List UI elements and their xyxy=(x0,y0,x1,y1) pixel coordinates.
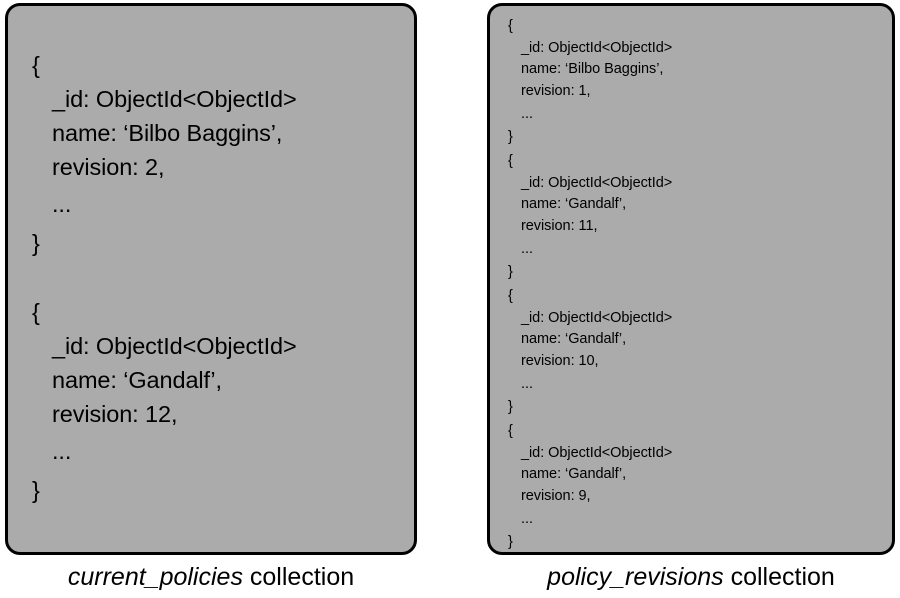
field-revision: revision: 9, xyxy=(521,487,591,504)
document-card: { _id: ObjectId<ObjectId> name: ‘Gandalf… xyxy=(32,295,414,509)
current-policies-collection-panel: { _id: ObjectId<ObjectId> name: ‘Bilbo B… xyxy=(5,3,417,555)
field-revision: revision: 10, xyxy=(521,352,599,369)
json-close-brace: } xyxy=(508,264,513,280)
field-name: name: ‘Gandalf’, xyxy=(521,196,627,212)
field-ellipsis: ... xyxy=(521,241,533,257)
field-id: _id: ObjectId<ObjectId> xyxy=(52,333,297,359)
field-ellipsis: ... xyxy=(521,376,533,392)
field-revision: revision: 2, xyxy=(52,154,165,180)
field-id: _id: ObjectId<ObjectId> xyxy=(521,39,673,56)
json-open-brace: { xyxy=(32,299,40,325)
document-card: { _id: ObjectId<ObjectId> name: ‘Bilbo B… xyxy=(508,16,892,149)
json-close-brace: } xyxy=(508,534,513,550)
json-open-brace: { xyxy=(508,423,513,439)
document-card: { _id: ObjectId<ObjectId> name: ‘Bilbo B… xyxy=(32,48,414,262)
json-close-brace: } xyxy=(508,129,513,145)
field-revision: revision: 11, xyxy=(521,217,598,234)
json-open-brace: { xyxy=(508,288,513,304)
caption-collection-name: policy_revisions xyxy=(547,563,724,591)
policy-revisions-document-list: { _id: ObjectId<ObjectId> name: ‘Bilbo B… xyxy=(490,6,892,552)
field-name: name: ‘Gandalf’, xyxy=(521,331,627,347)
field-ellipsis: ... xyxy=(521,106,533,122)
current-policies-caption: current_policies collection xyxy=(5,560,417,594)
field-name: name: ‘Gandalf’, xyxy=(52,367,222,393)
field-revision: revision: 1, xyxy=(521,82,591,99)
field-ellipsis: ... xyxy=(521,511,533,527)
json-close-brace: } xyxy=(32,230,40,256)
json-close-brace: } xyxy=(508,399,513,415)
field-name: name: ‘Bilbo Baggins’, xyxy=(52,120,283,146)
field-id: _id: ObjectId<ObjectId> xyxy=(521,444,673,461)
policy-revisions-caption: policy_revisions collection xyxy=(487,560,895,594)
json-open-brace: { xyxy=(32,52,40,78)
policy-revisions-collection-panel: { _id: ObjectId<ObjectId> name: ‘Bilbo B… xyxy=(487,3,895,555)
field-name: name: ‘Bilbo Baggins’, xyxy=(521,61,664,77)
json-open-brace: { xyxy=(508,18,513,34)
document-card: { _id: ObjectId<ObjectId> name: ‘Gandalf… xyxy=(508,151,892,284)
field-revision: revision: 12, xyxy=(52,401,178,427)
caption-collection-suffix: collection xyxy=(723,563,835,591)
document-card: { _id: ObjectId<ObjectId> name: ‘Gandalf… xyxy=(508,421,892,552)
json-close-brace: } xyxy=(32,477,40,503)
caption-collection-name: current_policies xyxy=(67,563,243,591)
field-name: name: ‘Gandalf’, xyxy=(521,466,627,482)
current-policies-document-list: { _id: ObjectId<ObjectId> name: ‘Bilbo B… xyxy=(8,6,414,542)
field-id: _id: ObjectId<ObjectId> xyxy=(521,309,673,326)
field-ellipsis: ... xyxy=(52,191,72,217)
caption-collection-suffix: collection xyxy=(242,563,355,591)
field-id: _id: ObjectId<ObjectId> xyxy=(52,86,297,112)
document-card: { _id: ObjectId<ObjectId> name: ‘Gandalf… xyxy=(508,286,892,419)
field-id: _id: ObjectId<ObjectId> xyxy=(521,174,673,191)
field-ellipsis: ... xyxy=(52,438,72,464)
json-open-brace: { xyxy=(508,153,513,169)
